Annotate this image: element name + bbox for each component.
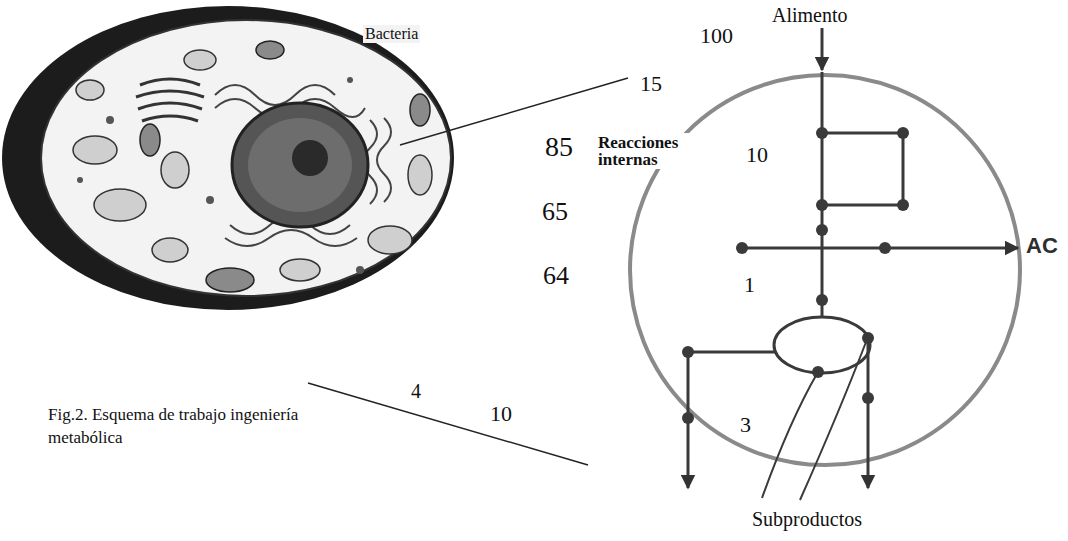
leader-line xyxy=(400,78,628,145)
cell-illustration xyxy=(2,6,454,310)
flux-number: 10 xyxy=(490,402,512,426)
flux-number: 64 xyxy=(543,262,569,291)
leader-line xyxy=(308,383,588,465)
figure-caption: Fig.2. Esquema de trabajo ingeniería met… xyxy=(48,404,333,450)
flux-number: 15 xyxy=(640,72,662,96)
organism-label: Bacteria xyxy=(363,25,420,43)
input-label: Alimento xyxy=(772,4,848,26)
flux-number: 10 xyxy=(746,143,768,167)
output-label: AC xyxy=(1026,234,1058,258)
output-label: Subproductos xyxy=(752,508,862,530)
flux-number: 65 xyxy=(542,198,568,227)
flux-number: 1 xyxy=(744,273,755,297)
region-label: Reacciones internas xyxy=(596,133,700,169)
flux-number: 85 xyxy=(545,132,573,163)
flux-number: 4 xyxy=(411,380,421,402)
metabolic-network xyxy=(688,28,1018,500)
network-dots xyxy=(682,127,909,424)
flux-number: 3 xyxy=(740,413,751,437)
cell-shape: Bacteria xyxy=(5,5,455,310)
flux-number: 100 xyxy=(700,24,733,48)
